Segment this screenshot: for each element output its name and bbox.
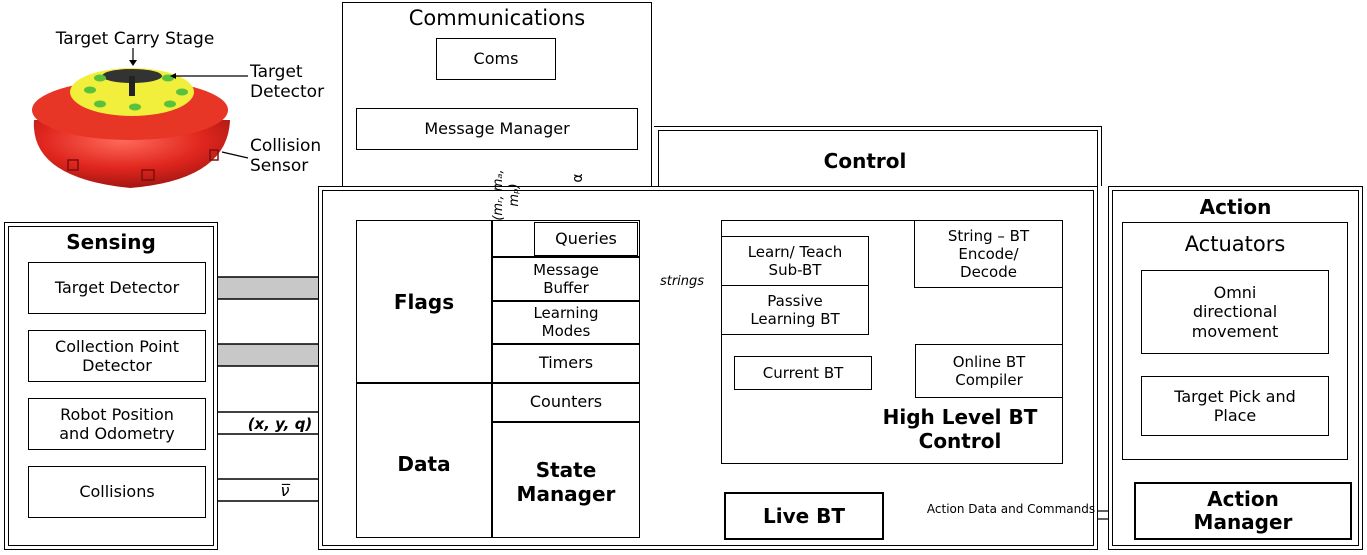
- sensing-item-collection-point: Collection Point Detector: [28, 330, 206, 382]
- string-bt-box: String – BT Encode/ Decode: [914, 220, 1063, 288]
- velocity-arrow-label: ν̅: [280, 481, 290, 501]
- q-label: α: [569, 173, 586, 183]
- actuators-title: Actuators: [1184, 232, 1286, 257]
- strings-label: strings: [659, 274, 705, 290]
- message-manager-box: Message Manager: [356, 108, 638, 150]
- counters-cell: Counters: [529, 392, 603, 412]
- action-title: Action: [1199, 195, 1272, 219]
- pick-place-box: Target Pick and Place: [1141, 376, 1329, 436]
- learn-teach-box: Learn/ Teach Sub-BT: [721, 236, 869, 286]
- robot-illustration: [32, 48, 249, 188]
- target-detector-label: Target Detector: [250, 61, 325, 102]
- action-manager-box: Action Manager: [1134, 482, 1352, 540]
- high-level-bt-label: High Level BT Control: [882, 405, 1038, 453]
- current-bt-box: Current BT: [734, 356, 872, 390]
- sensing-item-collisions: Collisions: [28, 466, 206, 518]
- message-buffer-cell: Message Buffer: [533, 261, 599, 297]
- queries-cell: Queries: [534, 222, 638, 256]
- data-label: Data: [397, 452, 451, 476]
- live-bt-box: Live BT: [724, 492, 884, 540]
- state-manager-label: State Manager: [516, 458, 616, 506]
- action-data-label: Action Data and Commands: [926, 501, 1096, 516]
- target-carry-stage-label: Target Carry Stage: [55, 28, 215, 49]
- control-title: Control: [823, 149, 907, 173]
- learning-modes-cell: Learning Modes: [533, 304, 599, 340]
- message-tuple-label: (mᵣ, mₐ, mₚ): [491, 169, 522, 221]
- communications-panel: [342, 2, 652, 190]
- online-compiler-box: Online BT Compiler: [915, 344, 1063, 398]
- coms-box: Coms: [436, 38, 556, 80]
- control-outer-top: [658, 130, 1098, 188]
- robot-skirt: [33, 120, 230, 188]
- sensing-item-robot-position: Robot Position and Odometry: [28, 398, 206, 450]
- flags-label: Flags: [393, 290, 455, 314]
- sensing-item-target-detector: Target Detector: [28, 262, 206, 314]
- position-arrow-label: (x, y, q): [247, 415, 313, 433]
- collision-sensor-label: Collision Sensor: [250, 135, 322, 176]
- sensing-title: Sensing: [66, 230, 156, 254]
- passive-learning-box: Passive Learning BT: [721, 285, 869, 335]
- communications-title: Communications: [408, 6, 586, 31]
- omni-movement-box: Omni directional movement: [1141, 270, 1329, 354]
- state-manager-panel: [356, 220, 640, 538]
- timers-cell: Timers: [538, 353, 594, 373]
